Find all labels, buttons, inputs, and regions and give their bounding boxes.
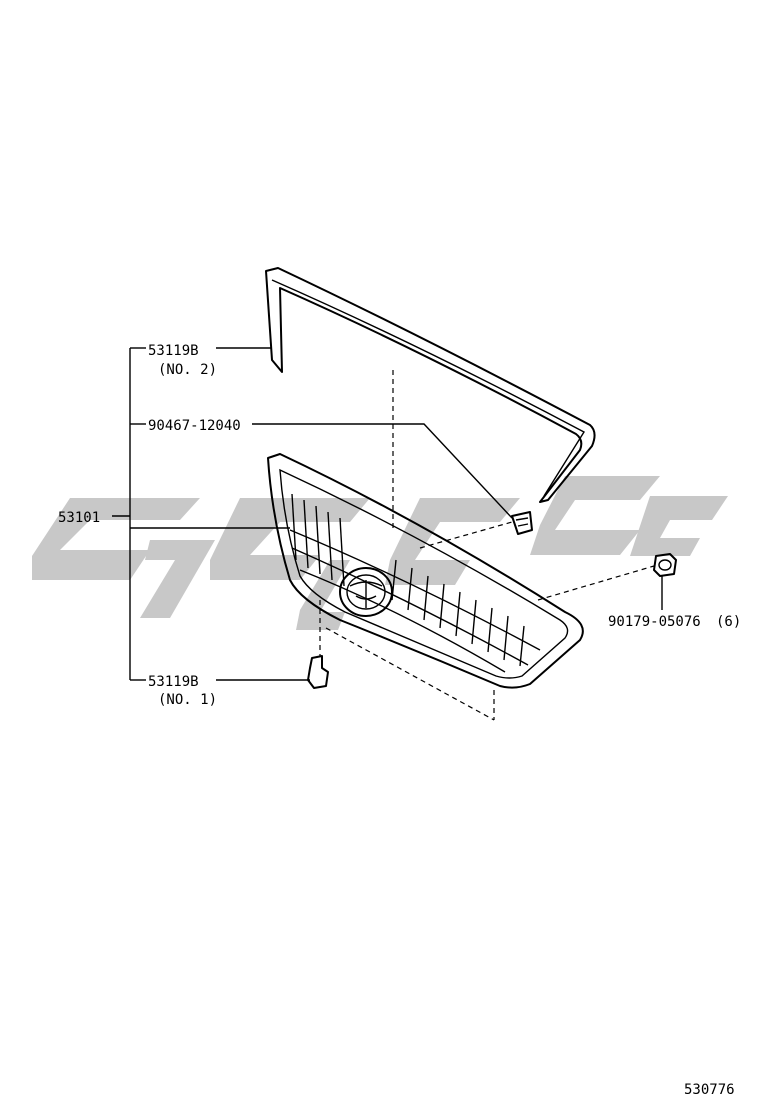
assembly-dashed-lines xyxy=(319,370,655,721)
label-moulding-no1-note: (NO. 1) xyxy=(158,692,217,708)
label-moulding-no1-part: 53119B xyxy=(148,674,199,690)
label-clip-part: 90467-12040 xyxy=(148,418,241,434)
label-moulding-no2-part: 53119B xyxy=(148,343,199,359)
watermark-logo xyxy=(32,476,728,630)
label-nut-quantity: (6) xyxy=(716,614,741,630)
upper-moulding-no2 xyxy=(265,267,596,503)
radiator-grille-assembly xyxy=(267,453,584,689)
label-nut-part: 90179-05076 xyxy=(608,614,701,630)
lower-moulding-no1-clip xyxy=(307,655,329,689)
leader-lines xyxy=(112,347,663,681)
nut-part xyxy=(653,553,677,577)
label-grille-assembly-part: 53101 xyxy=(58,510,100,526)
label-moulding-no2-note: (NO. 2) xyxy=(158,362,217,378)
clip-part xyxy=(511,511,533,535)
figure-number: 530776 xyxy=(684,1082,735,1098)
